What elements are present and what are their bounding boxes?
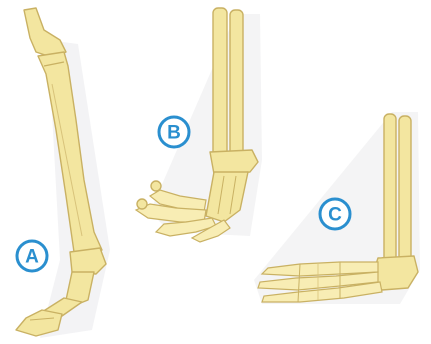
label-badge-a: A xyxy=(17,241,47,271)
limb-b-wrist xyxy=(210,150,258,174)
label-c-text: C xyxy=(328,205,342,226)
label-badge-c: C xyxy=(320,199,350,229)
limb-b-ulna xyxy=(230,10,243,156)
label-a-text: A xyxy=(25,247,39,268)
label-b-text: B xyxy=(167,123,181,144)
limb-b-radius xyxy=(213,8,227,156)
limb-c-radius xyxy=(384,114,396,264)
limb-a-wrist xyxy=(70,248,106,274)
limb-a xyxy=(16,8,110,338)
limb-c-ulna xyxy=(399,116,411,264)
limb-b xyxy=(136,8,262,242)
limb-a-upper-joint xyxy=(24,8,66,58)
label-badge-b: B xyxy=(159,117,189,147)
